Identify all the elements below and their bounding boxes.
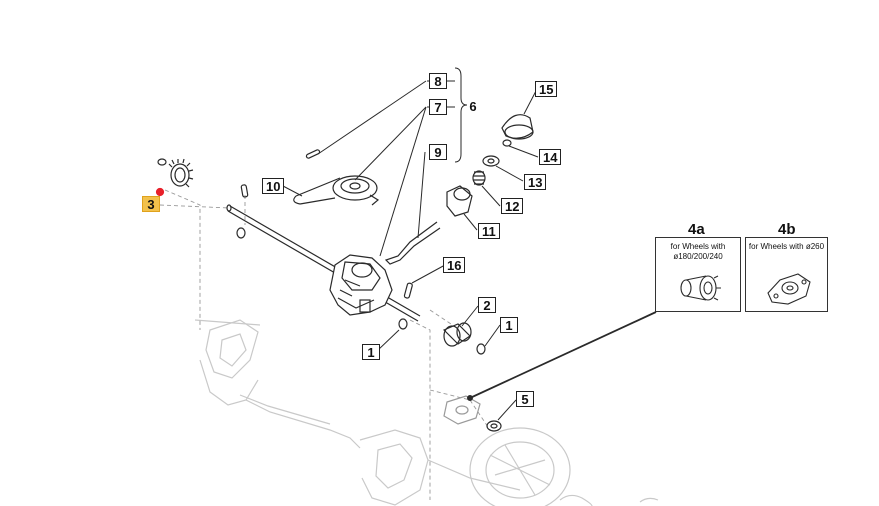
callout-8: 8	[429, 73, 447, 89]
gearbox	[329, 254, 393, 316]
pulley-belt	[293, 175, 380, 206]
dashed-guides	[159, 189, 491, 500]
ghosted-mower-deck	[194, 319, 659, 506]
inset-4b-caption: for Wheels with ø260	[746, 242, 827, 252]
callout-4b: 4b	[778, 221, 796, 238]
inset-4a-line2: ø180/200/240	[673, 252, 723, 261]
key-part-8	[305, 149, 321, 159]
spring-part-12	[472, 170, 486, 186]
inset-4a-line1: for Wheels with	[670, 242, 726, 251]
red-marker	[155, 187, 165, 197]
callout-1-left: 1	[362, 344, 380, 360]
callout-14: 14	[539, 149, 562, 165]
callout-5: 5	[516, 391, 534, 407]
callout-7: 7	[429, 99, 447, 115]
gear-part-3	[157, 158, 194, 188]
inset-4a-part-drawing	[680, 275, 721, 301]
callout-1-right: 1	[500, 317, 518, 333]
inset-4a: for Wheels with ø180/200/240	[655, 237, 741, 312]
inset-4a-caption: for Wheels with ø180/200/240	[656, 242, 740, 262]
leader-lines	[282, 67, 657, 421]
inset-4b-line1: for Wheels with ø260	[748, 242, 825, 251]
callout-11: 11	[478, 223, 500, 239]
inset-4b: for Wheels with ø260	[745, 237, 828, 312]
clip-part-1-left	[398, 318, 408, 330]
inset-4b-part-drawing	[767, 273, 811, 305]
pin	[240, 184, 249, 198]
washer-part-13	[482, 155, 500, 167]
callout-9: 9	[429, 144, 447, 160]
bearing-part-11	[446, 185, 473, 217]
parts	[155, 114, 534, 432]
callout-16: 16	[443, 257, 466, 273]
circlip	[236, 227, 246, 239]
callout-3: 3	[142, 196, 160, 212]
wheel-adapter	[443, 395, 481, 425]
washer-part-5	[486, 420, 502, 432]
bushing-part-2	[442, 322, 472, 347]
callout-13: 13	[524, 174, 547, 190]
screw-part-14	[502, 139, 512, 147]
callout-10: 10	[262, 178, 285, 194]
pin-part-16	[403, 282, 413, 299]
callout-15: 15	[535, 81, 558, 97]
callout-12: 12	[501, 198, 524, 214]
callout-6: 6	[469, 99, 477, 114]
callout-4a: 4a	[688, 221, 705, 238]
rod-part-9	[384, 221, 441, 265]
cap-part-15	[501, 114, 534, 140]
clip-part-1-right	[476, 343, 486, 355]
callout-2: 2	[478, 297, 496, 313]
